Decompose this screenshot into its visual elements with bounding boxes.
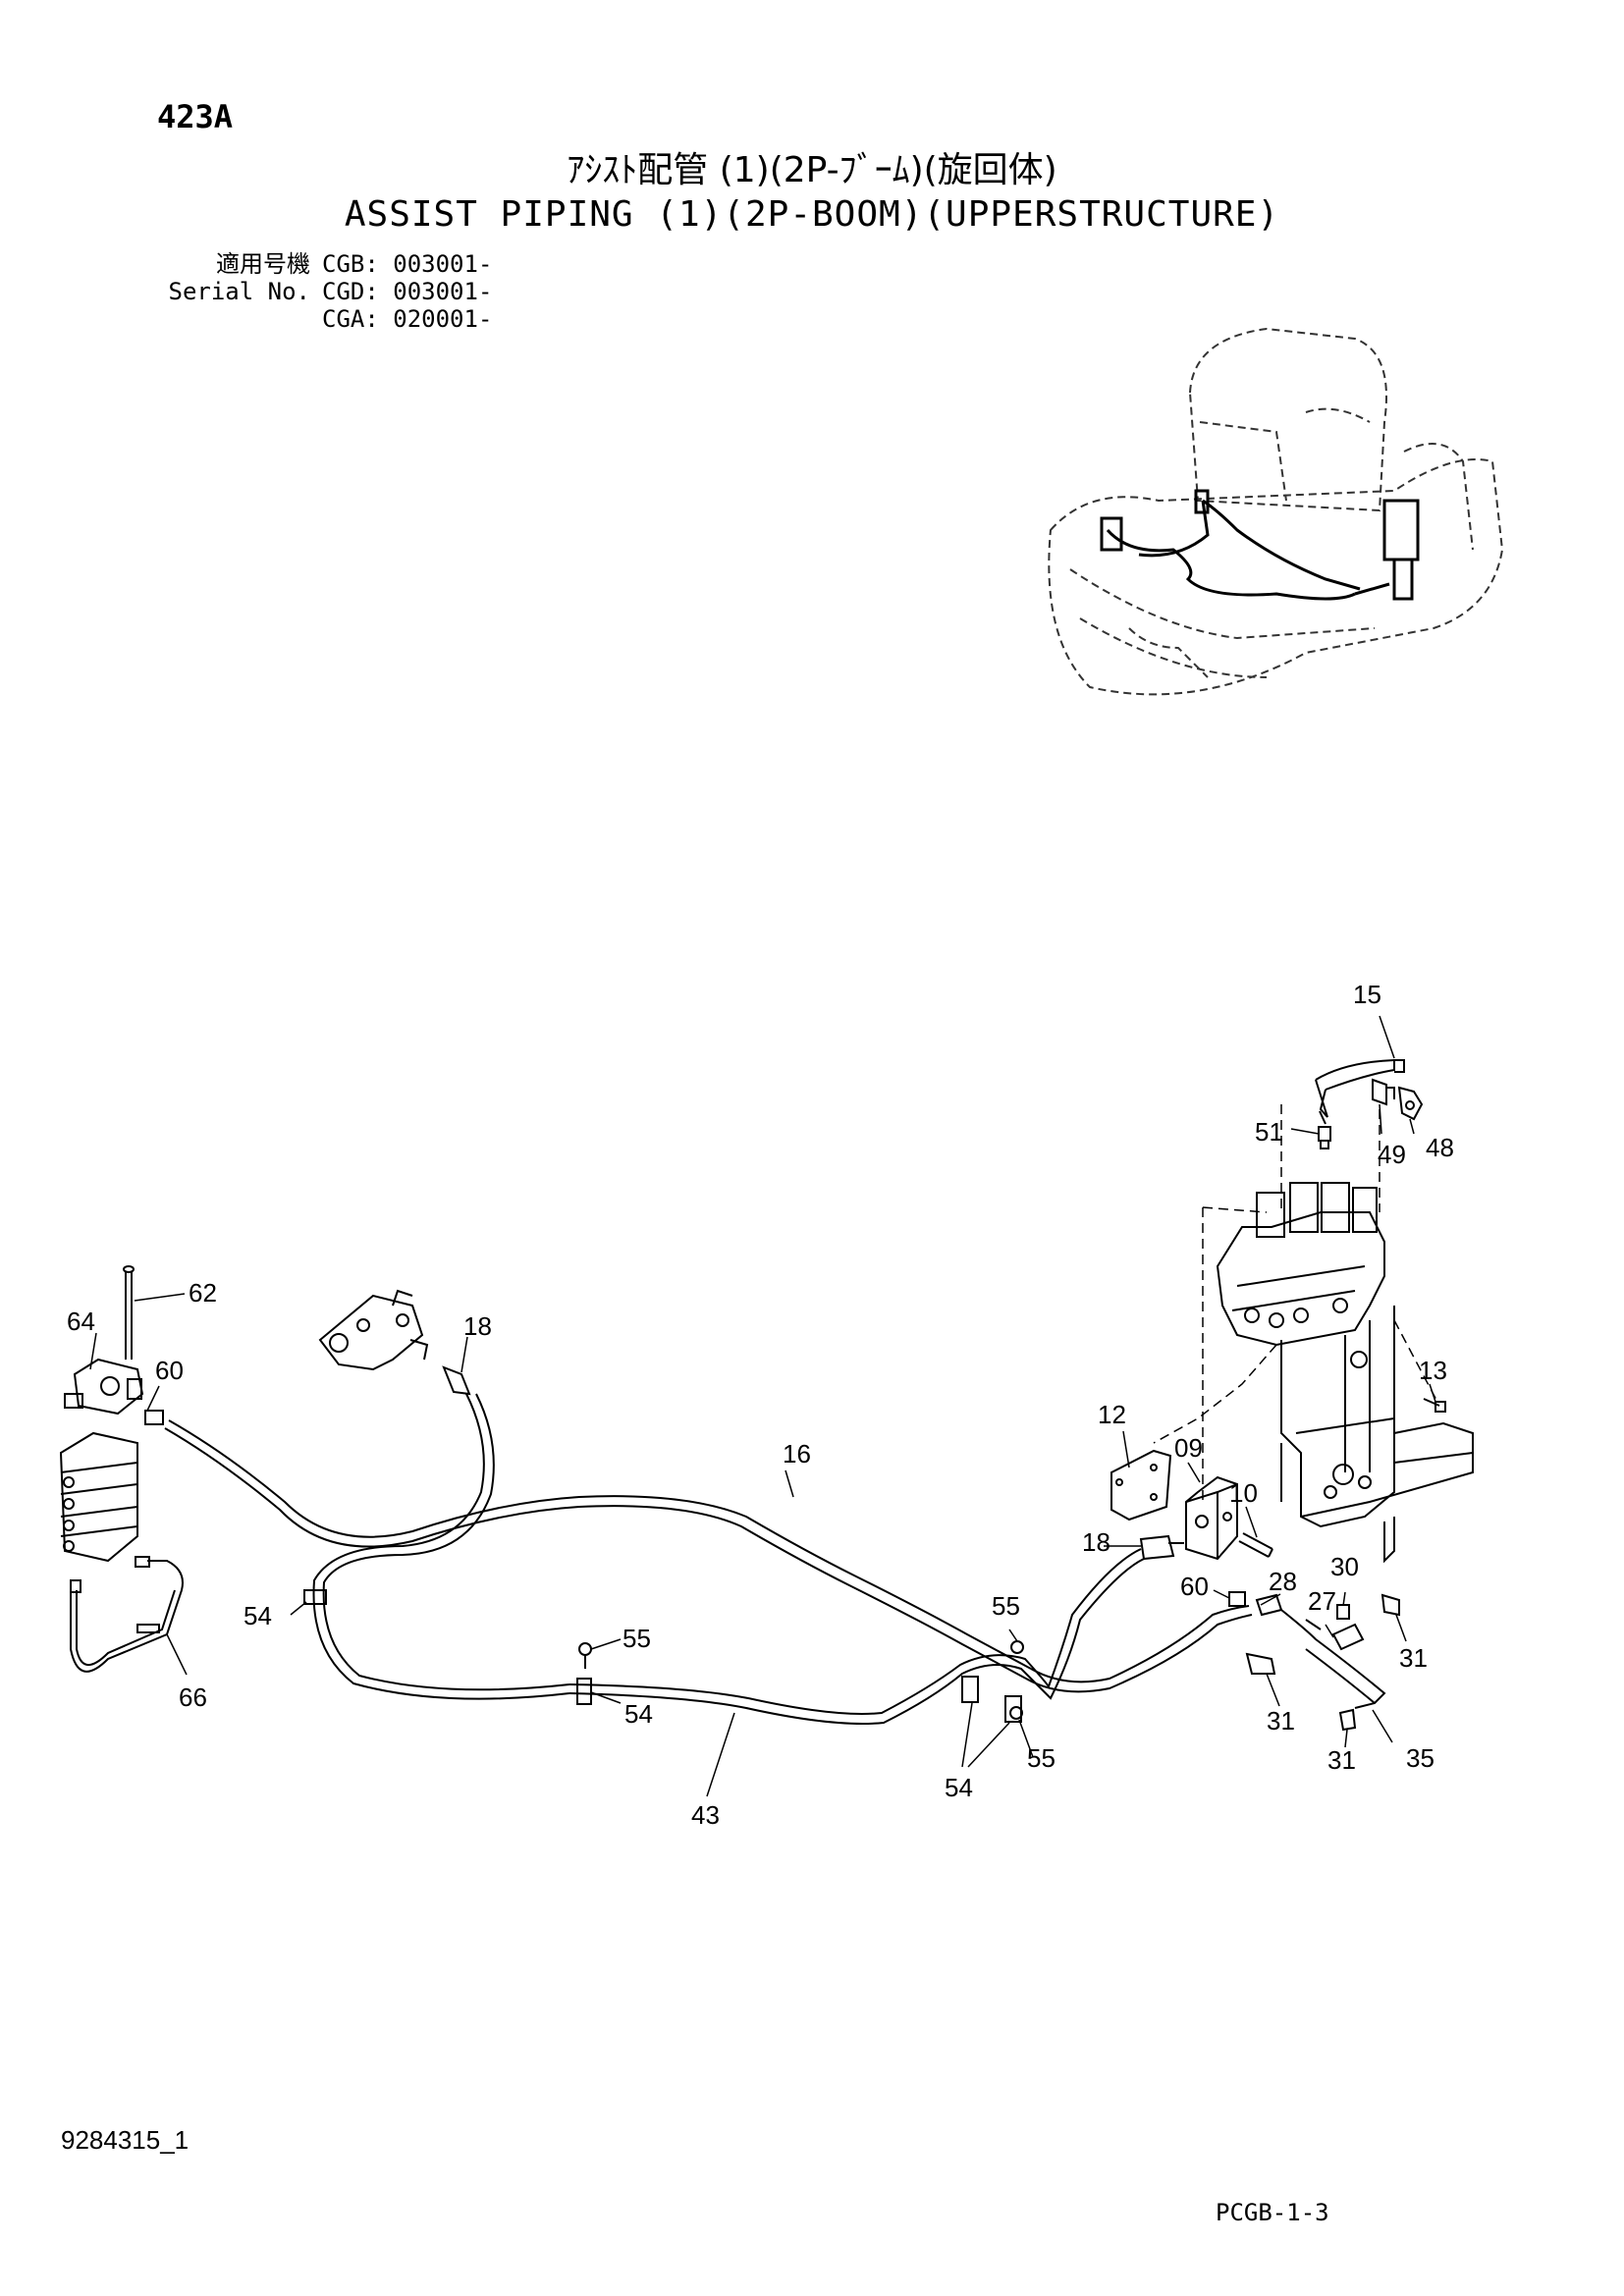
fitting-part-18-lower: [1139, 1534, 1184, 1561]
leader-lines: [89, 1015, 1436, 1797]
document-id: 9284315_1: [61, 2125, 189, 2155]
callout-48: 48: [1426, 1133, 1454, 1162]
page-code: 423A: [157, 98, 234, 135]
hose-part-18-line: [312, 1393, 570, 1700]
callout-55-center: 55: [623, 1624, 651, 1653]
callout-55-right-upper: 55: [992, 1591, 1020, 1621]
serial-entry: CGB: 003001-: [322, 250, 493, 278]
fitting-part-51: [1318, 1126, 1331, 1149]
block-part-27: [1331, 1623, 1365, 1651]
title-japanese: ｱｼｽﾄ配管 (1)(2P-ﾌﾞｰﾑ)(旋回体): [567, 150, 1057, 190]
callout-18-lower: 18: [1082, 1527, 1110, 1557]
callout-60-left: 60: [155, 1356, 184, 1385]
callout-54-left: 54: [244, 1601, 272, 1630]
serial-row: Serial No. CGD: 003001-: [155, 278, 493, 305]
callout-31-right: 31: [1399, 1643, 1428, 1673]
callout-55-right-lower: 55: [1027, 1743, 1056, 1773]
callout-12: 12: [1098, 1400, 1126, 1429]
clamp-part-54-center: [576, 1678, 592, 1705]
harness-part-66: [70, 1556, 184, 1673]
callout-18-upper: 18: [463, 1311, 492, 1341]
bolt-part-13: [1423, 1398, 1446, 1413]
serial-label-english: Serial No.: [168, 278, 311, 305]
sheet-reference: PCGB-1-3: [1216, 2199, 1329, 2226]
callout-30: 30: [1330, 1552, 1359, 1581]
title-english: ASSIST PIPING (1)(2P-BOOM)(UPPERSTRUCTUR…: [344, 194, 1280, 235]
callout-31-middle: 31: [1267, 1706, 1295, 1735]
callout-10: 10: [1229, 1478, 1258, 1508]
hose-part-35: [1305, 1638, 1386, 1709]
hose-part-15: [1315, 1058, 1405, 1125]
fitting-part-60-right: [1228, 1591, 1246, 1607]
callout-35: 35: [1406, 1743, 1435, 1773]
serial-label-japanese: 適用号機: [216, 250, 310, 278]
callout-13: 13: [1419, 1356, 1447, 1385]
clamp-part-54-left: [303, 1589, 327, 1605]
callout-51: 51: [1255, 1117, 1283, 1147]
overview-piping: [1100, 489, 1420, 601]
rod-part-62: [123, 1265, 135, 1360]
shuttle-valve-assembly: [318, 1289, 429, 1371]
plug-part-30: [1336, 1604, 1350, 1620]
fitting-part-48: [1397, 1086, 1424, 1121]
fitting-part-49: [1372, 1078, 1395, 1106]
serial-entry: CGA: 020001-: [322, 305, 493, 333]
callout-64: 64: [67, 1307, 95, 1336]
serial-block: 適用号機 CGB: 003001- Serial No. CGD: 003001…: [155, 250, 493, 333]
bolt-part-55-center: [578, 1642, 592, 1669]
control-valve-assembly: [1216, 1182, 1474, 1564]
selector-valve-part-64: [64, 1358, 144, 1415]
fitting-part-31-middle: [1245, 1652, 1276, 1675]
callout-27: 27: [1308, 1586, 1336, 1616]
fitting-part-31-lower: [1338, 1708, 1357, 1732]
fitting-part-28: [1255, 1593, 1322, 1640]
callout-60-right: 60: [1180, 1572, 1209, 1601]
callout-66: 66: [179, 1682, 207, 1712]
callout-31-lower: 31: [1327, 1745, 1356, 1775]
serial-entry: CGD: 003001-: [322, 278, 493, 305]
fitting-part-31-right: [1380, 1593, 1400, 1617]
clamp-part-54-right: [961, 1676, 1022, 1723]
callout-54-right: 54: [945, 1773, 973, 1802]
callout-62: 62: [189, 1278, 217, 1308]
bracket-part-12: [1110, 1449, 1172, 1522]
callout-16: 16: [783, 1439, 811, 1468]
fitting-part-60-left: [144, 1410, 164, 1425]
callout-43: 43: [691, 1800, 720, 1830]
callout-28: 28: [1269, 1567, 1297, 1596]
title-block: ｱｼｽﾄ配管 (1)(2P-ﾌﾞｰﾑ)(旋回体) ASSIST PIPING (…: [0, 149, 1624, 238]
valve-block-part-09: [1185, 1475, 1238, 1561]
callout-49: 49: [1378, 1140, 1406, 1169]
pin-part-10: [1238, 1532, 1273, 1558]
callout-54-center: 54: [624, 1699, 653, 1729]
callout-15: 15: [1353, 980, 1381, 1009]
serial-row: CGA: 020001-: [155, 305, 492, 333]
serial-row: 適用号機 CGB: 003001-: [155, 250, 492, 278]
hose-part-43: [568, 1548, 1253, 1725]
fitting-part-18-upper: [442, 1365, 471, 1396]
stack-valve-assembly: [59, 1431, 138, 1593]
machine-overview-illustration: [1048, 327, 1504, 696]
hose-part-16: [164, 1419, 1032, 1680]
callout-09: 09: [1174, 1433, 1203, 1463]
